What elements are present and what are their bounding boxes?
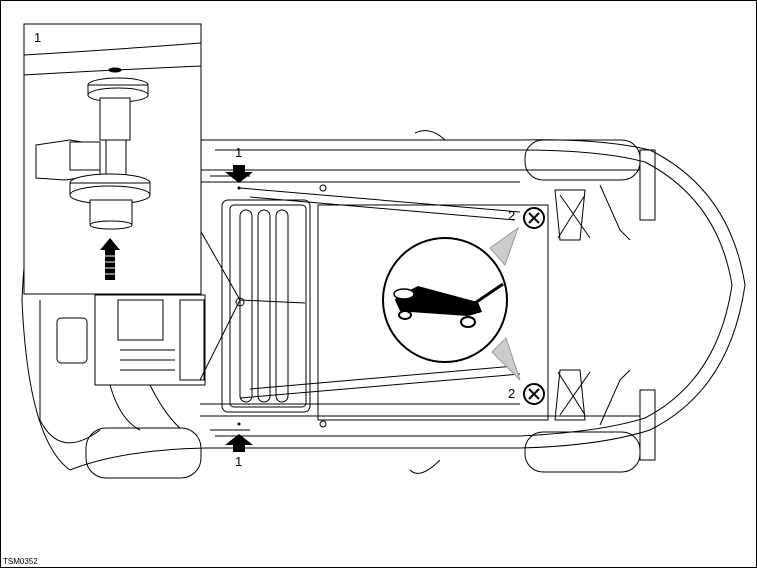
cross-circle-icon (523, 383, 545, 405)
jack-callout (382, 226, 521, 381)
chassis-rail-top (200, 169, 640, 221)
rear-suspension-bottom (554, 369, 656, 461)
rear-jack-point-label-top: 2 (508, 208, 516, 223)
cross-circle-icon (523, 207, 545, 229)
arrow-up-icon (225, 434, 253, 452)
rear-jack-point-label-bottom: 2 (508, 386, 516, 401)
body-inner-outline (215, 149, 733, 437)
engine-bay (39, 294, 206, 444)
floor-jack-icon (393, 282, 504, 328)
lift-pad-detail (35, 67, 151, 230)
arrow-down-icon (225, 165, 253, 183)
chassis-rail-bottom (200, 365, 640, 417)
wheel-front-bottom (85, 427, 202, 479)
inset-callout: 1 (34, 30, 42, 45)
cross-brace (199, 229, 306, 381)
figure-code: TSM0352 (3, 557, 38, 566)
front-lift-point-label-bottom: 1 (235, 454, 243, 469)
arrow-up-icon (100, 238, 120, 280)
inset-panel (23, 23, 202, 295)
front-lift-point-label-top: 1 (235, 145, 243, 160)
rear-suspension-top (554, 149, 656, 241)
